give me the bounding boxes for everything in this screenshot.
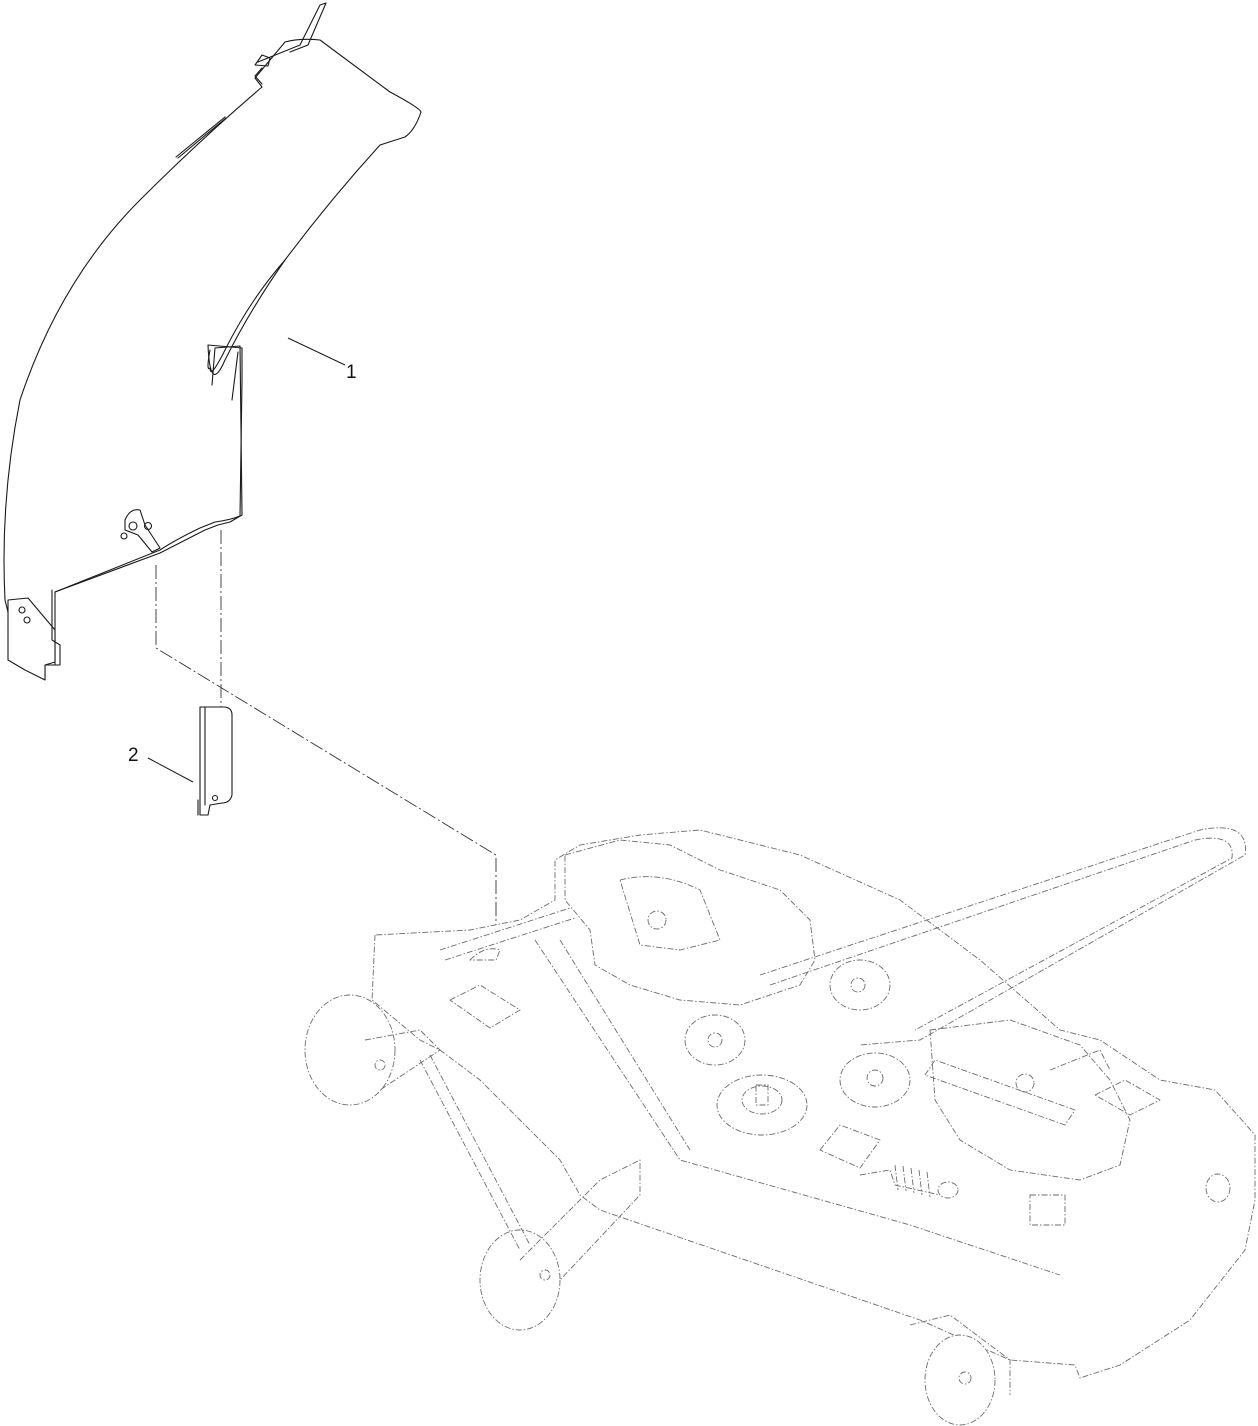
tension-spring [859, 1164, 959, 1199]
hinge-clamp [120, 509, 161, 553]
callout-label-2: 2 [128, 745, 139, 766]
leader-line-2 [147, 757, 194, 783]
pulley-2 [684, 1014, 746, 1066]
pulley-3 [716, 1074, 808, 1136]
leader-line-1 [287, 337, 346, 366]
discharge-chute [3, 2, 422, 681]
chute-bracket [197, 706, 233, 816]
caster-wheel-rear-right [909, 1314, 1011, 1426]
mower-deck-ghost [304, 827, 1256, 1426]
pulley-1 [829, 959, 891, 1011]
caster-wheel-rear-left [479, 1159, 641, 1331]
caster-wheel-front-left [304, 994, 441, 1106]
lower-mount-bracket [7, 589, 61, 681]
pulley-4 [839, 1052, 911, 1108]
alignment-lines [155, 530, 497, 930]
callout-label-1: 1 [346, 362, 357, 383]
